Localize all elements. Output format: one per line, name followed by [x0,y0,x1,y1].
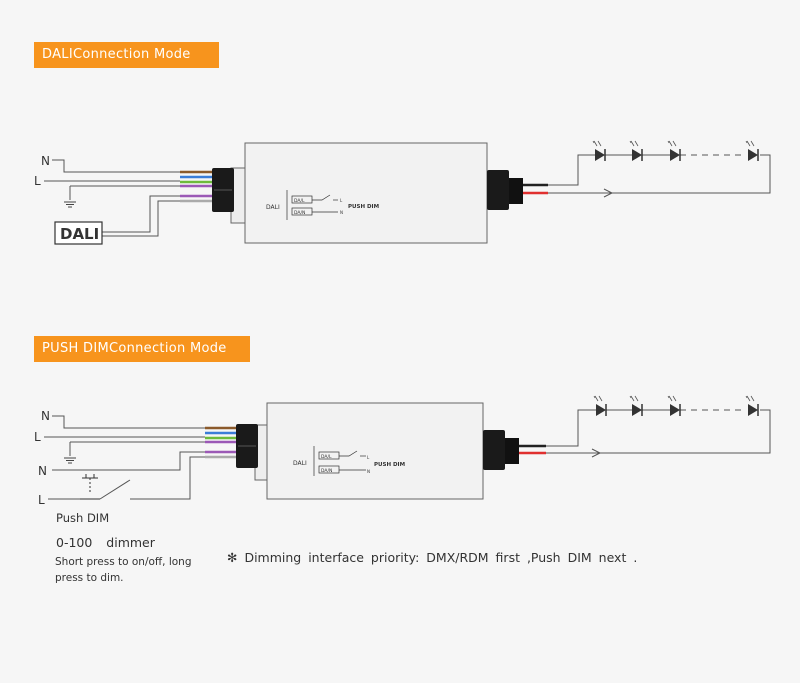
ground-icon [63,457,77,464]
push-dim-terminal-label: PUSH DIM [348,204,379,210]
dali-controller-label: DALI [60,225,99,243]
push-dim-terminal-label: PUSH DIM [374,462,405,468]
colored-wires-bottom [205,450,236,459]
input-l2-label: L [38,493,45,507]
ground-icon [63,201,77,208]
driver-box [212,142,523,244]
colored-wires-bottom [180,194,212,203]
led-icon [593,395,607,417]
pin-n: N [340,210,343,215]
led-string [592,140,759,162]
push-switch-icon [80,474,100,500]
driver-label: DALI [293,460,307,467]
output-wires [519,409,771,458]
driver-box [236,402,519,500]
dimmer-range: 0-100 dimmer [56,535,155,550]
led-icon [745,395,759,417]
pin-l: L [367,455,370,460]
colored-wires-top [205,426,236,444]
terminal-dan: DA/N [294,210,305,216]
led-icon [629,395,643,417]
led-icon [592,140,606,162]
input-l-label: L [34,174,41,188]
mains-wires [44,415,205,500]
led-icon [629,140,643,162]
terminal-dal: DA/L [321,454,332,460]
input-n-label: N [41,154,50,168]
colored-wires-top [180,170,212,188]
input-n2-label: N [38,464,47,478]
led-string [593,395,759,417]
section-title-dali: DALIConnection Mode [34,42,219,68]
led-icon [667,395,681,417]
pin-l: L [340,198,343,203]
pin-n: N [367,469,370,474]
led-icon [745,140,759,162]
mains-wires [44,159,180,200]
input-n-label: N [41,409,50,423]
press-note: Short press to on/off, long press to dim… [55,556,192,584]
section-title-push-dim: PUSH DIMConnection Mode [34,336,250,362]
terminal-dan: DA/N [321,468,332,474]
dali-controller [54,195,180,245]
driver-label: DALI [266,204,280,211]
push-dim-section: N L N L [34,395,771,507]
dali-section: N L DALI [34,140,771,245]
driver-schematic [286,190,338,220]
output-wires [523,154,771,198]
push-dim-label: Push DIM [56,511,110,525]
led-icon [667,140,681,162]
terminal-dal: DA/L [294,198,305,204]
input-l-label: L [34,430,41,444]
driver-schematic [313,446,366,476]
priority-note: ✻ Dimming interface priority: DMX/RDM fi… [227,550,638,565]
